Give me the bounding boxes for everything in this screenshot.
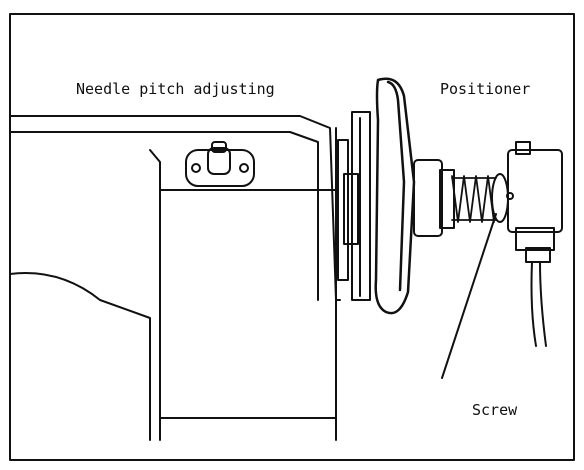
label-screw: Screw — [472, 401, 518, 419]
label-needle-pitch: Needle pitch adjusting — [76, 80, 275, 98]
needle-pitch-knob — [185, 141, 255, 187]
pulley-hub — [337, 111, 371, 301]
figure-frame — [9, 13, 575, 461]
machine-arm — [9, 115, 341, 441]
label-positioner: Positioner — [440, 80, 530, 98]
positioner-unit — [507, 141, 563, 347]
shaft-collar — [413, 159, 455, 237]
spring — [451, 175, 497, 223]
handwheel — [374, 77, 416, 315]
screw-leader-line — [441, 213, 497, 379]
